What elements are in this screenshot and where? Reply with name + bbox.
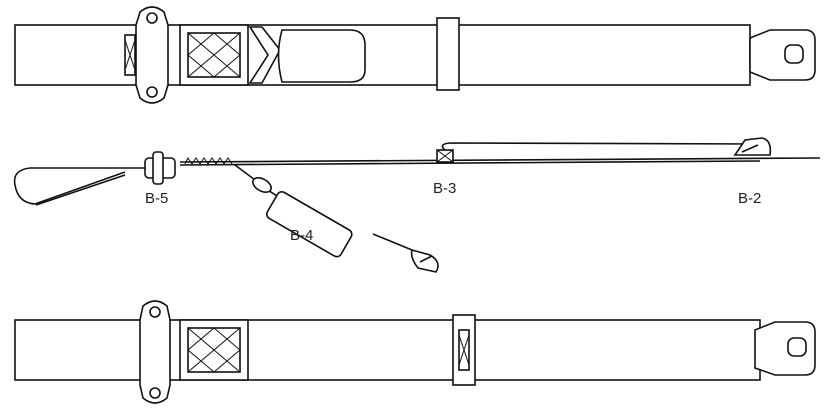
stitching	[184, 157, 233, 165]
bottom-belt-assembly	[14, 300, 816, 404]
top-tongue-plate	[749, 29, 816, 81]
bottom-tongue-plate	[754, 321, 816, 376]
top-latch	[248, 26, 281, 84]
tongue-slot	[784, 44, 804, 64]
belt-line	[179, 157, 821, 163]
bottom-webbing	[14, 319, 761, 381]
top-belt-assembly	[14, 6, 816, 104]
label-b5: B-5	[145, 190, 169, 207]
bottom-anchor-plate	[139, 300, 171, 404]
belt-loop	[13, 167, 165, 205]
top-anchor-plate	[135, 6, 169, 104]
b4-buckle	[266, 191, 353, 258]
b4-tongue	[372, 233, 439, 273]
top-buckle	[277, 29, 366, 83]
label-b2: B-2	[738, 190, 762, 207]
side-view-assembly	[13, 137, 821, 273]
top-adjuster-loop	[436, 17, 460, 91]
label-b4: B-4	[290, 227, 314, 244]
label-b3: B-3	[433, 180, 457, 197]
